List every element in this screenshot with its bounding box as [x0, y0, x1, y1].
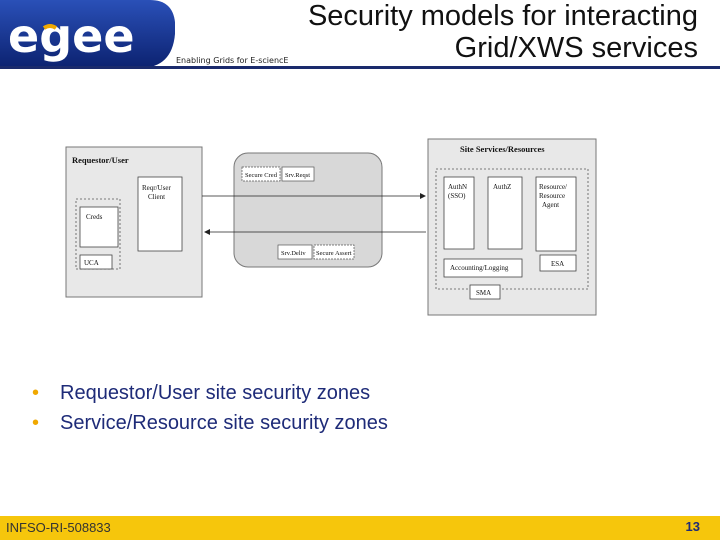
- bullet-text: Requestor/User site security zones: [60, 382, 371, 404]
- srv-deliv-label: Srv.Deliv: [281, 250, 306, 257]
- resource-zone: Site Services/Resources AuthN (SSO) Auth…: [427, 138, 597, 316]
- footer: INFSO-RI-508833 13: [0, 516, 720, 540]
- bullet-text: Service/Resource site security zones: [60, 412, 388, 434]
- egee-logo: egee: [0, 0, 175, 68]
- esa-box: [539, 254, 577, 272]
- tagline: Enabling Grids for E-sciencE: [176, 56, 289, 65]
- message-zone: Secure Cred Srv.Reqst Srv.Deliv Secure A…: [233, 152, 383, 268]
- resource-agent-box: [535, 176, 577, 252]
- authz-box: [487, 176, 523, 250]
- accounting-box: [443, 258, 523, 278]
- uca-box: [79, 254, 113, 270]
- resource-agent-label-2: Resource: [539, 192, 565, 200]
- request-arrow: [202, 193, 426, 199]
- requestor-client-label-2: Client: [148, 193, 165, 201]
- uca-label: UCA: [84, 259, 99, 267]
- resource-zone-label: Site Services/Resources: [460, 144, 545, 154]
- response-arrow: [204, 229, 426, 235]
- creds-box: [79, 206, 119, 248]
- esa-label: ESA: [551, 260, 564, 268]
- header-rule: [0, 66, 720, 69]
- creds-label: Creds: [86, 213, 103, 221]
- bullet-dot-icon: •: [32, 412, 40, 434]
- secure-assert-label: Secure Assert: [316, 250, 352, 257]
- requestor-zone: Requestor/User Creds UCA Reqr/User Clien…: [65, 146, 203, 298]
- sma-label: SMA: [476, 289, 491, 297]
- bullet-dot-icon: •: [32, 382, 40, 404]
- requestor-client-box: [137, 176, 183, 252]
- requestor-client-label-1: Reqr/User: [142, 184, 171, 192]
- accounting-label: Accounting/Logging: [450, 264, 509, 272]
- logo-text: egee: [8, 9, 135, 63]
- authn-label-2: (SSO): [448, 192, 466, 200]
- security-zone-diagram: Requestor/User Creds UCA Reqr/User Clien…: [65, 138, 597, 316]
- secure-cred-label: Secure Cred: [245, 172, 278, 179]
- bullet-item: • Service/Resource site security zones: [30, 408, 388, 438]
- title-line-2: Grid/XWS services: [454, 32, 698, 64]
- title-line-1: Security models for interacting: [307, 0, 698, 32]
- srv-reqst-label: Srv.Reqst: [285, 172, 310, 179]
- resource-agent-label-3: Agent: [542, 201, 559, 209]
- page-title: Security models for interacting Grid/XWS…: [308, 0, 698, 64]
- authn-label-1: AuthN: [448, 183, 467, 191]
- authn-box: [443, 176, 475, 250]
- resource-agent-label-1: Resource/: [539, 183, 567, 191]
- requestor-zone-label: Requestor/User: [72, 155, 129, 165]
- authz-label: AuthZ: [493, 183, 511, 191]
- bullet-item: • Requestor/User site security zones: [30, 378, 388, 408]
- sma-box: [469, 284, 501, 300]
- page-number: 13: [685, 519, 700, 534]
- bullet-list: • Requestor/User site security zones • Ser…: [30, 378, 388, 438]
- footer-project-id: INFSO-RI-508833: [6, 520, 111, 535]
- header: egee Enabling Grids for E-sciencE Securi…: [0, 0, 720, 69]
